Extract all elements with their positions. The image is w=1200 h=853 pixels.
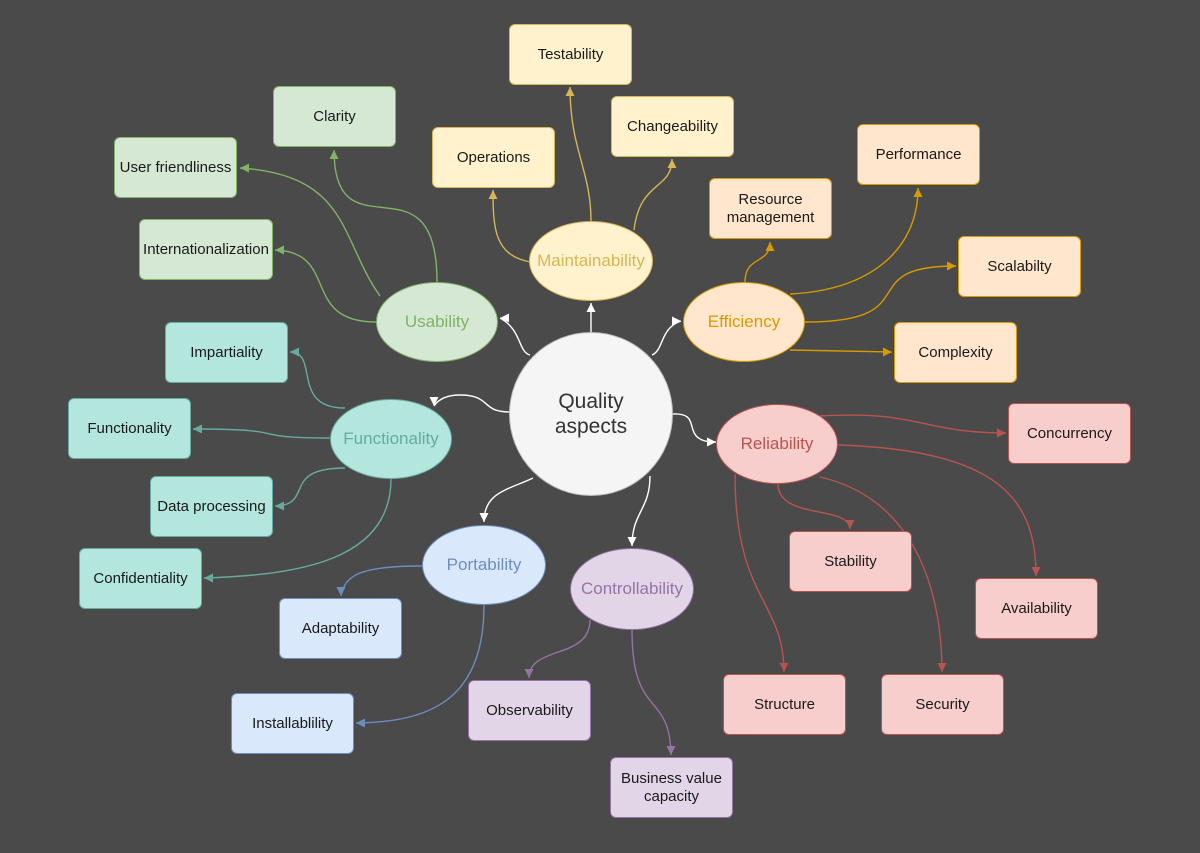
efficiency-to-scalability-connector (804, 265, 957, 323)
leaf-functionality[interactable]: Functionality (68, 398, 191, 459)
usability-to-user-friendliness-arrowhead (240, 163, 249, 173)
efficiency-to-resource-management-arrowhead (765, 242, 775, 251)
usability-to-internationalization-arrowhead (275, 245, 284, 255)
portability-to-adaptability-arrowhead (336, 587, 346, 596)
functionality-to-confidentiality-arrowhead (204, 573, 213, 583)
reliability-to-stability-connector (777, 483, 851, 530)
maintainability-to-testability-arrowhead (565, 87, 575, 96)
maintainability-to-operations-connector (492, 189, 531, 263)
center-to-efficiency-connector (651, 320, 682, 356)
maintainability-to-operations-arrowhead (488, 190, 498, 199)
category-functionality[interactable]: Functionality (330, 399, 452, 479)
usability-to-user-friendliness-connector (239, 167, 381, 297)
reliability-to-security-connector (819, 476, 943, 673)
center-to-functionality-connector (433, 394, 511, 413)
leaf-structure[interactable]: Structure (723, 674, 846, 735)
efficiency-to-scalability-arrowhead (947, 261, 956, 271)
controllability-to-observability-connector (528, 619, 591, 679)
center-to-reliability-arrowhead (707, 437, 716, 447)
leaf-complexity[interactable]: Complexity (894, 322, 1017, 383)
controllability-to-observability-arrowhead (524, 669, 534, 678)
reliability-to-concurrency-arrowhead (997, 428, 1006, 438)
functionality-to-data-processing-arrowhead (275, 501, 284, 511)
leaf-data-processing[interactable]: Data processing (150, 476, 273, 537)
functionality-to-functionality-leaf-arrowhead (193, 424, 202, 434)
efficiency-to-performance-arrowhead (913, 188, 923, 197)
leaf-adaptability[interactable]: Adaptability (279, 598, 402, 659)
center-to-controllability-connector (631, 475, 651, 547)
functionality-to-data-processing-connector (274, 467, 346, 507)
leaf-observability[interactable]: Observability (468, 680, 591, 741)
leaf-availability[interactable]: Availability (975, 578, 1098, 639)
functionality-to-confidentiality-connector (203, 478, 392, 579)
usability-to-clarity-connector (333, 149, 438, 283)
leaf-changeability[interactable]: Changeability (611, 96, 734, 157)
category-maintainability[interactable]: Maintainability (529, 221, 653, 301)
controllability-to-business-value-capacity-arrowhead (666, 746, 676, 755)
functionality-to-functionality-leaf-connector (192, 428, 331, 439)
reliability-to-stability-arrowhead (845, 520, 855, 529)
center-to-usability-connector (499, 317, 531, 356)
leaf-scalability[interactable]: Scalabilty (958, 236, 1081, 297)
reliability-to-structure-connector (734, 473, 785, 673)
leaf-clarity[interactable]: Clarity (273, 86, 396, 147)
leaf-installability[interactable]: Installablility (231, 693, 354, 754)
maintainability-to-changeability-arrowhead (667, 159, 677, 168)
leaf-business-value-capacity[interactable]: Business value capacity (610, 757, 733, 818)
category-portability[interactable]: Portability (422, 525, 546, 605)
leaf-testability[interactable]: Testability (509, 24, 632, 85)
efficiency-to-performance-connector (789, 187, 919, 295)
efficiency-to-complexity-connector (789, 349, 893, 353)
functionality-to-impartiality-arrowhead (290, 347, 299, 357)
reliability-to-security-arrowhead (937, 663, 947, 672)
center-to-reliability-connector (671, 413, 717, 443)
leaf-resource-management[interactable]: Resource management (709, 178, 832, 239)
leaf-internationalization[interactable]: Internationalization (139, 219, 273, 280)
leaf-confidentiality[interactable]: Confidentiality (79, 548, 202, 609)
reliability-to-concurrency-connector (819, 414, 1007, 434)
functionality-to-impartiality-connector (289, 351, 346, 409)
portability-to-installability-arrowhead (356, 718, 365, 728)
center-to-usability-arrowhead (500, 313, 509, 323)
center-to-controllability-arrowhead (627, 537, 637, 546)
controllability-to-business-value-capacity-connector (631, 629, 672, 756)
reliability-to-availability-connector (837, 444, 1037, 577)
leaf-concurrency[interactable]: Concurrency (1008, 403, 1131, 464)
efficiency-to-complexity-arrowhead (883, 347, 892, 357)
center-to-functionality-arrowhead (429, 397, 439, 406)
portability-to-adaptability-connector (340, 565, 423, 597)
center-to-portability-connector (483, 477, 534, 523)
leaf-stability[interactable]: Stability (789, 531, 912, 592)
efficiency-to-resource-management-connector (744, 241, 771, 283)
center-node-quality-aspects[interactable]: Quality aspects (509, 332, 673, 496)
category-efficiency[interactable]: Efficiency (683, 282, 805, 362)
center-to-efficiency-arrowhead (672, 316, 681, 326)
leaf-operations[interactable]: Operations (432, 127, 555, 188)
center-to-maintainability-arrowhead (586, 303, 596, 312)
reliability-to-availability-arrowhead (1031, 567, 1041, 576)
category-usability[interactable]: Usability (376, 282, 498, 362)
portability-to-installability-connector (355, 604, 485, 724)
category-reliability[interactable]: Reliability (716, 404, 838, 484)
usability-to-internationalization-connector (274, 249, 377, 323)
maintainability-to-changeability-connector (633, 158, 673, 231)
reliability-to-structure-arrowhead (779, 663, 789, 672)
leaf-user-friendliness[interactable]: User friendliness (114, 137, 237, 198)
leaf-impartiality[interactable]: Impartiality (165, 322, 288, 383)
category-controllability[interactable]: Controllability (570, 548, 694, 630)
maintainability-to-testability-connector (569, 86, 592, 222)
leaf-performance[interactable]: Performance (857, 124, 980, 185)
leaf-security[interactable]: Security (881, 674, 1004, 735)
center-to-portability-arrowhead (479, 513, 489, 522)
usability-to-clarity-arrowhead (329, 150, 339, 159)
